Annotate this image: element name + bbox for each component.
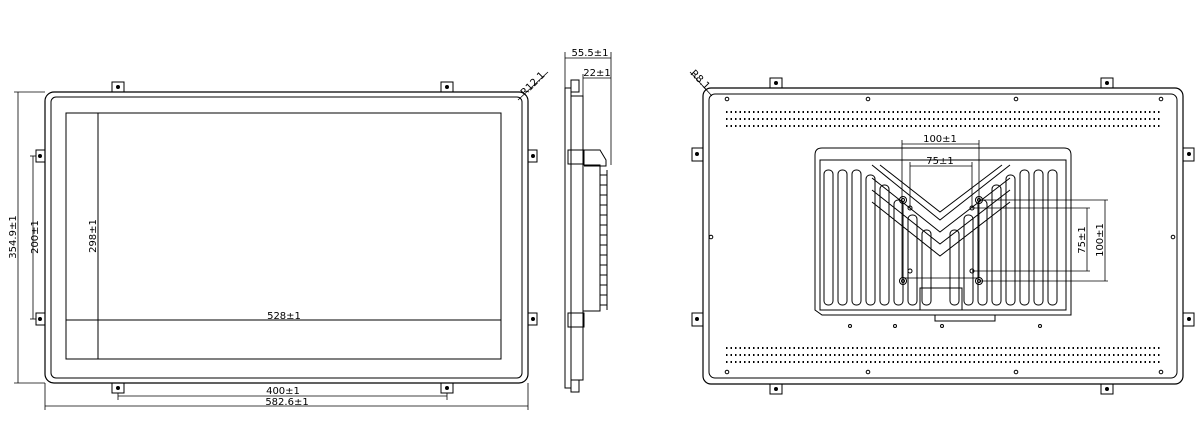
- front-radius-label: R12.1: [519, 70, 547, 98]
- active-area-w-label: 528±1: [267, 311, 301, 322]
- side-mount-tab-bottom: [570, 379, 580, 393]
- active-area: [65, 112, 502, 360]
- bezel-depth-label: 22±1: [583, 68, 610, 79]
- side-bracket-top: [584, 149, 607, 167]
- mount-brackets-rear: [691, 77, 1195, 395]
- width-label: 582.6±1: [265, 397, 308, 408]
- side-heatsink-fins: [600, 170, 608, 310]
- mount-pitch-v-label: 200±1: [30, 220, 41, 254]
- side-mount-top: [567, 149, 585, 165]
- depth-label: 55.5±1: [571, 48, 608, 59]
- vesa-inner-w-label: 75±1: [926, 156, 953, 167]
- rear-outer-frame: [702, 87, 1184, 385]
- heatsink-fins: [823, 169, 1058, 306]
- rear-dimensions: [689, 71, 1108, 282]
- vesa-inner-h-label: 75±1: [1077, 226, 1088, 253]
- side-dimensions: [564, 52, 612, 165]
- front-view: [14, 71, 549, 410]
- front-outer-frame: [44, 91, 529, 384]
- vesa-outer-w-label: 100±1: [923, 134, 957, 145]
- side-mount-tab-top: [570, 79, 580, 93]
- rear-connectors: [848, 314, 1042, 328]
- rear-view: [689, 71, 1195, 395]
- vesa-holes: [899, 196, 983, 285]
- vent-pattern-bottom: [726, 347, 1162, 363]
- rear-edge-holes: [708, 96, 1176, 375]
- side-heatsink: [582, 164, 601, 312]
- front-inner-frame: [50, 96, 523, 379]
- front-dimensions: [14, 71, 549, 410]
- side-view: [564, 52, 612, 393]
- height-label: 354.9±1: [8, 215, 19, 258]
- mount-pitch-h-label: 400±1: [266, 386, 300, 397]
- heatsink-housing: [814, 147, 1072, 316]
- heatsink-chevrons: [871, 164, 1011, 257]
- label-plate: [919, 287, 963, 311]
- side-body: [570, 95, 584, 381]
- side-mount-bottom: [567, 312, 585, 328]
- vesa-outer-box: [901, 159, 980, 279]
- vent-pattern-top: [726, 111, 1162, 127]
- vesa-outer-h-label: 100±1: [1095, 223, 1106, 257]
- active-area-h-label: 298±1: [88, 219, 99, 253]
- mount-brackets-front: [35, 81, 538, 394]
- side-bezel: [564, 87, 572, 389]
